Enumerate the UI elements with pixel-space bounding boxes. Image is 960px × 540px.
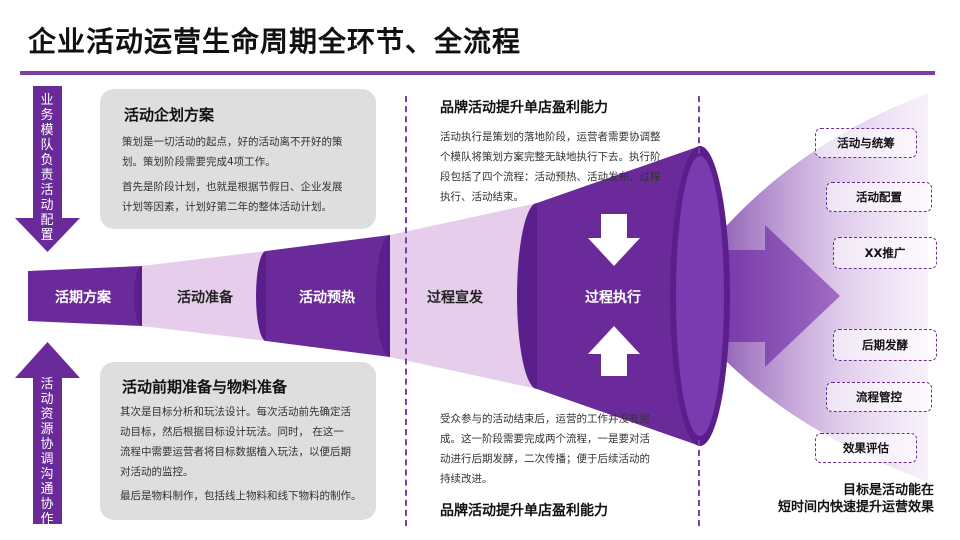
funnel-seg-5 <box>537 146 700 446</box>
execution-line-2: 个模队将策划方案完整无缺地执行下去。执行阶 <box>440 151 661 163</box>
prep-card-line-4: 对活动的监控。 <box>120 466 194 478</box>
outcome-box-control: 流程管控 <box>826 382 932 412</box>
down-arrow-shape <box>15 86 80 252</box>
plan-card-line-3: 首先是阶段计划，也就是根据节假日、企业发展 <box>122 181 343 193</box>
prep-card-title: 活动前期准备与物料准备 <box>122 378 288 396</box>
side-label-bottom: 活动资源协调沟通协作 <box>40 377 54 527</box>
funnel-seg-3 <box>266 235 390 357</box>
stage-label-warmup: 活动预热 <box>299 290 355 306</box>
plan-card-line-4: 计划等因素，计划好第二年的整体活动计划。 <box>122 201 332 213</box>
execution-line-4: 执行、活动结束。 <box>440 191 524 203</box>
separator-right <box>698 96 700 236</box>
execution-title: 品牌活动提升单店盈利能力 <box>440 100 608 116</box>
title-divider <box>20 71 935 75</box>
down-white-arrow <box>588 214 640 266</box>
big-right-arrow <box>700 225 840 367</box>
prep-card-line-2: 动目标，然后根据目标设计玩法。同时， 在这一 <box>120 426 344 438</box>
stage-label-plan: 活期方案 <box>55 290 111 306</box>
afterwork-line-4: 持续改进。 <box>440 473 493 485</box>
prep-card <box>100 362 376 520</box>
prep-card-line-1: 其次是目标分析和玩法设计。每次活动前先确定活 <box>120 406 351 418</box>
goal-line-2: 短时间内快速提升运营效果 <box>777 500 934 515</box>
afterwork-line-1: 受众参与的活动结束后，运营的工作并没有完 <box>440 413 650 425</box>
up-white-arrow <box>588 326 640 376</box>
execution-line-3: 段包括了四个流程：活动预热、活动发布、过程 <box>440 171 661 183</box>
separator-left <box>405 96 407 526</box>
outcome-box-coordination: 活动与统筹 <box>815 128 917 158</box>
outcome-box-evaluation: 效果评估 <box>815 433 917 463</box>
funnel-seg-1 <box>28 266 142 326</box>
afterwork-line-2: 成。这一阶段需要完成两个流程，一是要对活 <box>440 433 650 445</box>
funnel-seg-4 <box>390 203 537 389</box>
separator-right-bottom <box>698 390 700 526</box>
page-title: 企业活动运营生命周期全环节、全流程 <box>28 25 522 58</box>
funnel-seg-2 <box>142 251 266 341</box>
prep-card-line-3: 流程中需要运营者将目标数据植入玩法，以便后期 <box>120 446 351 458</box>
outcome-box-fermentation: 后期发酵 <box>833 329 937 361</box>
plan-card <box>100 89 376 229</box>
outcome-box-config: 活动配置 <box>826 182 932 212</box>
stage-label-execution: 过程执行 <box>585 290 641 306</box>
outcome-box-promotion: XX推广 <box>833 237 937 269</box>
up-arrow-shape <box>15 342 80 524</box>
plan-card-title: 活动企划方案 <box>124 106 215 124</box>
afterwork-title: 品牌活动提升单店盈利能力 <box>440 503 608 519</box>
prep-card-line-5: 最后是物料制作，包括线上物料和线下物料的制作。 <box>120 490 362 502</box>
stage-label-prepare: 活动准备 <box>177 290 233 306</box>
plan-card-line-1: 策划是一切活动的起点，好的活动离不开好的策 <box>122 136 343 148</box>
execution-line-1: 活动执行是策划的落地阶段，运营者需要协调整 <box>440 131 661 143</box>
side-label-top: 业务模队负责活动配置 <box>40 93 54 243</box>
afterwork-line-3: 动进行后期发酵，二次传播；便于后续活动的 <box>440 453 650 465</box>
goal-line-1: 目标是活动能在 <box>842 483 934 498</box>
goal-text: 目标是活动能在 短时间内快速提升运营效果 <box>778 482 934 516</box>
plan-card-line-2: 划。策划阶段需要完成4项工作。 <box>122 156 276 168</box>
stage-label-promotion: 过程宣发 <box>427 290 483 306</box>
